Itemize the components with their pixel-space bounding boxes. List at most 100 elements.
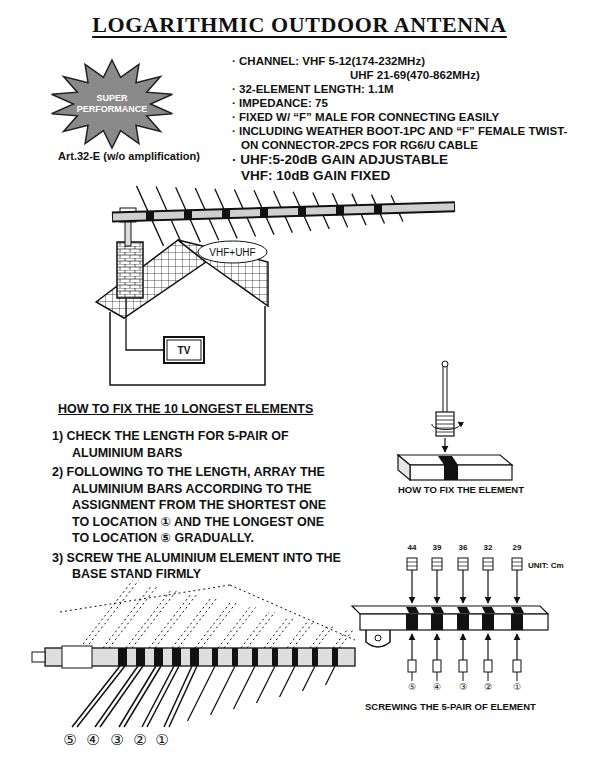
element-stem	[517, 672, 518, 681]
roof-right-face	[178, 240, 268, 306]
mount-bracket	[366, 630, 390, 647]
long-element	[169, 666, 197, 727]
nut-thread	[483, 566, 493, 567]
nut-thread	[458, 566, 468, 567]
length-dimension: 29	[502, 543, 532, 552]
rod-tip	[442, 361, 448, 367]
mount-square	[118, 648, 127, 666]
element-arrow	[436, 570, 437, 603]
length-dimension: 36	[448, 543, 478, 552]
element-arrow	[516, 634, 517, 660]
folded-element	[86, 581, 139, 649]
element-nut	[407, 558, 417, 570]
short-element	[188, 666, 216, 721]
folded-element	[126, 590, 172, 649]
long-element	[147, 666, 179, 727]
long-element	[95, 666, 138, 727]
callout-number: ④	[429, 682, 445, 692]
nut-thread	[436, 424, 454, 425]
mount-square	[406, 607, 419, 613]
element-stem	[463, 672, 464, 681]
band-ellipse: VHF+UHF	[197, 240, 268, 264]
figure-caption: HOW TO FIX THE ELEMENT	[398, 484, 524, 495]
spec-line: · FIXED W/ “F” MALE FOR CONNECTING EASIL…	[232, 110, 584, 124]
nut-thread	[512, 562, 522, 563]
long-element	[100, 666, 143, 727]
folded-element	[264, 617, 289, 649]
long-element	[164, 666, 192, 727]
folded-element	[201, 603, 236, 648]
element-bolt	[408, 660, 416, 672]
spec-line: · 32-ELEMENT LENGTH: 1.1M	[232, 82, 584, 96]
section-heading: HOW TO FIX THE 10 LONGEST ELEMENTS	[58, 402, 313, 416]
long-element	[142, 666, 174, 727]
mount-square	[431, 614, 443, 630]
nut-thread	[432, 566, 442, 567]
nut-thread	[512, 566, 522, 567]
nut-thread	[407, 566, 417, 567]
folded-element	[293, 621, 314, 648]
nut-thread	[483, 562, 493, 563]
nut-thread	[458, 562, 468, 563]
step-list: 1) CHECK THE LENGTH FOR 5-PAIR OF ALUMIN…	[52, 428, 344, 586]
coax-cable	[126, 298, 163, 350]
house	[96, 240, 268, 385]
mount-square	[312, 648, 318, 666]
spec-line: · INCLUDING WEATHER BOOT-1PC AND “F” FEM…	[232, 124, 584, 152]
model-note: Art.32-E (w/o amplification)	[58, 150, 200, 162]
long-element	[124, 666, 161, 727]
boom-front	[410, 465, 512, 480]
length-dimension: 44	[397, 543, 427, 552]
element-nut	[458, 558, 468, 570]
folded-element	[178, 599, 217, 649]
mount-square	[444, 465, 458, 480]
mount-square	[431, 607, 444, 613]
mount-clamp	[62, 646, 92, 668]
nut-thread	[407, 562, 417, 563]
callout-number: ③	[455, 682, 471, 692]
folded-element	[109, 585, 158, 648]
callout-number: ④	[82, 731, 104, 749]
boom-outline	[112, 207, 455, 217]
mount-square	[136, 648, 145, 666]
element-arrow	[487, 570, 488, 603]
mount-square	[438, 456, 458, 465]
instruction-step: 1) CHECK THE LENGTH FOR 5-PAIR OF ALUMIN…	[52, 428, 344, 461]
short-element	[303, 666, 316, 691]
callout-number: ⑤	[404, 682, 420, 692]
folded-element	[195, 603, 230, 648]
callout-number: ②	[480, 682, 496, 692]
chimney	[117, 242, 143, 298]
mount-square	[332, 648, 338, 666]
element-mount	[336, 205, 344, 215]
bracket-bolt	[375, 635, 381, 641]
length-dimension: 32	[473, 543, 503, 552]
element-arrow	[462, 570, 463, 603]
length-dimension: 39	[422, 543, 452, 552]
mount-square	[482, 607, 495, 613]
boom-top	[398, 455, 512, 465]
instruction-step: 2) FOLLOWING TO THE LENGTH, ARRAY THE AL…	[52, 464, 344, 547]
house-wall	[110, 306, 265, 385]
nut-thread	[436, 416, 454, 417]
short-element	[257, 666, 276, 703]
folded-element	[172, 599, 211, 649]
mount-square	[482, 614, 494, 630]
element-nut	[512, 558, 522, 570]
short-element	[234, 666, 256, 709]
folded-element	[80, 581, 133, 649]
mount-square	[406, 614, 418, 630]
node-label: TV	[178, 345, 191, 356]
element-rod	[443, 366, 447, 414]
element-arrow	[487, 634, 488, 660]
nut-thread	[436, 432, 454, 433]
short-element	[280, 666, 296, 697]
boom-end	[398, 455, 410, 480]
fold-outline	[60, 585, 230, 612]
spec-line: · CHANNEL: VHF 5-12(174-232MHz)	[232, 54, 584, 68]
ellipse-outline	[198, 241, 267, 263]
element-stem	[488, 672, 489, 681]
gain-line: VHF: 10dB GAIN FIXED	[232, 168, 584, 184]
long-element	[119, 666, 156, 727]
element-mount	[146, 211, 154, 221]
